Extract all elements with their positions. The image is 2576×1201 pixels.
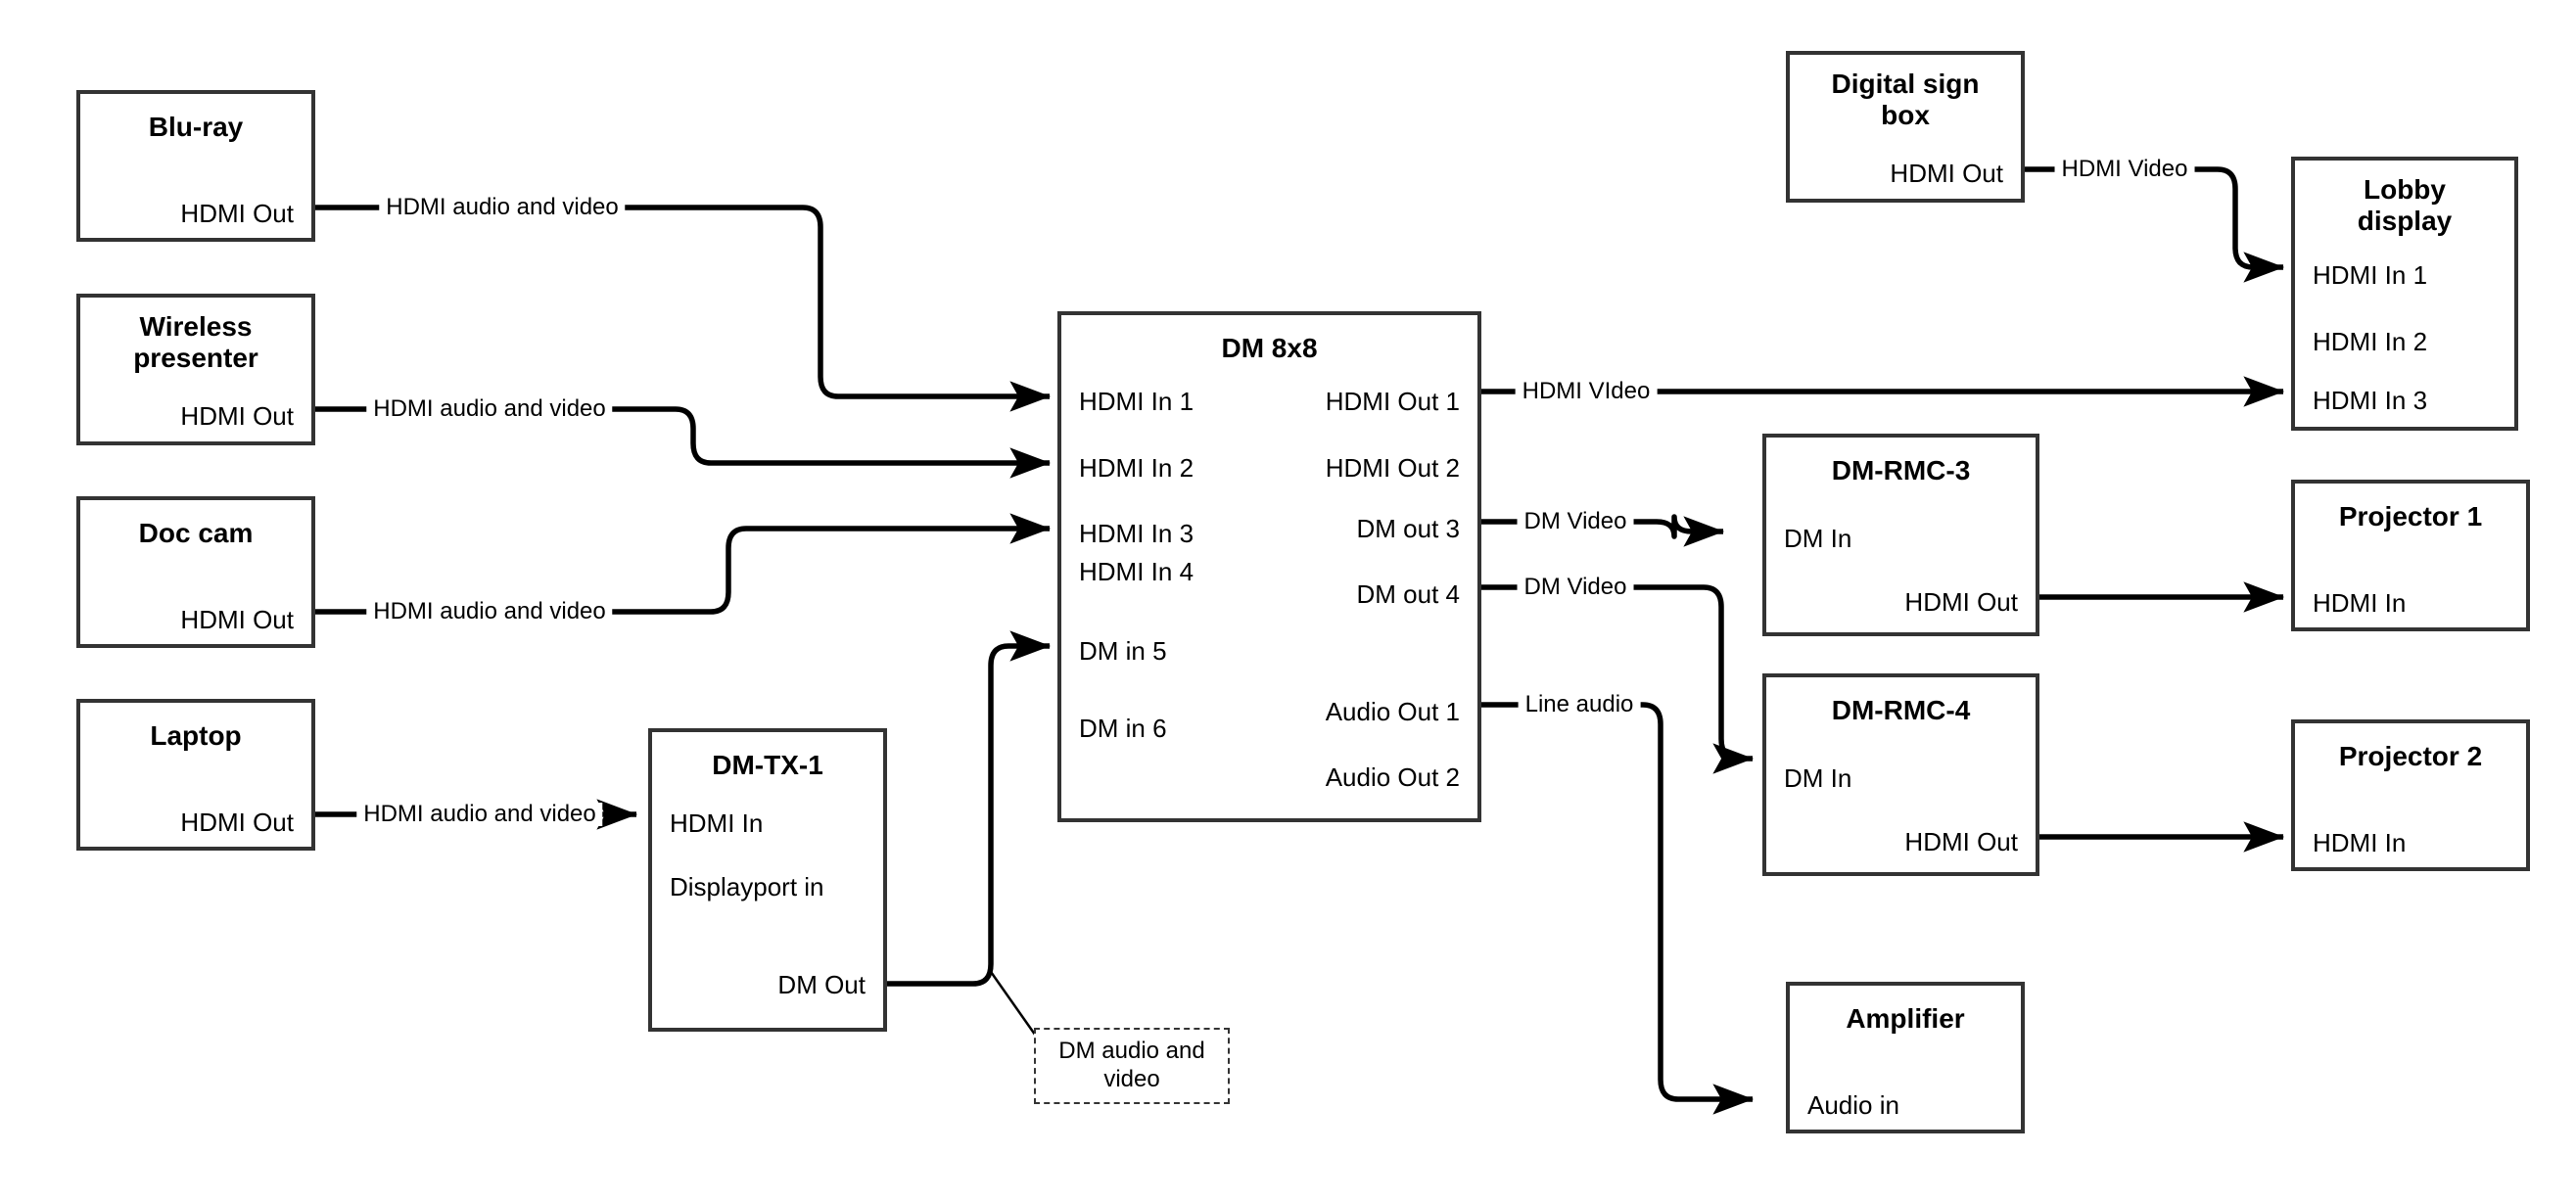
edge-label-dm8x8-to-dmrmc4: DM Video [1517, 576, 1634, 599]
port-dm-rmc-3-hdmi-out[interactable]: HDMI Out [1904, 587, 2018, 617]
edge-label-wireless-to-dm8x8: HDMI audio and video [366, 397, 613, 421]
port-dm-tx-1-hdmi-in[interactable]: HDMI In [670, 808, 764, 838]
port-projector-2-hdmi-in[interactable]: HDMI In [2313, 828, 2407, 857]
device-lobby-display[interactable]: Lobby display HDMI In 1 HDMI In 2 HDMI I… [2291, 157, 2518, 431]
device-doc-cam-title: Doc cam [138, 518, 254, 548]
device-doc-cam[interactable]: Doc cam HDMI Out [76, 496, 315, 648]
port-dm-8x8-dm-in-5[interactable]: DM in 5 [1079, 636, 1167, 666]
port-dm-8x8-audio-out-2[interactable]: Audio Out 2 [1325, 762, 1460, 792]
port-lobby-display-hdmi-in-3[interactable]: HDMI In 3 [2313, 386, 2428, 415]
port-digital-sign-box-hdmi-out[interactable]: HDMI Out [1890, 159, 2003, 188]
device-digital-sign-box-title-line1: Digital sign [1831, 69, 1980, 99]
device-dm-8x8-title: DM 8x8 [1221, 333, 1318, 363]
device-dm-rmc-4-title: DM-RMC-4 [1831, 695, 1971, 725]
device-dm-rmc-4[interactable]: DM-RMC-4 DM In HDMI Out [1762, 673, 2039, 876]
wire-bluray-to-dm8x8 [315, 205, 1052, 412]
port-dm-8x8-hdmi-out-1[interactable]: HDMI Out 1 [1325, 387, 1460, 416]
wire-dm8x8-to-dmrmc4 [1481, 584, 1755, 774]
wire-dmtx1-to-dm8x8 [887, 630, 1052, 987]
wire-digitalsign-to-lobby [2025, 166, 2285, 283]
port-dm-8x8-hdmi-out-2[interactable]: HDMI Out 2 [1325, 453, 1460, 483]
edge-label-dm8x8-to-dmrmc3: DM Video [1517, 510, 1634, 533]
device-projector-1-title: Projector 1 [2338, 501, 2483, 531]
port-dm-8x8-audio-out-1[interactable]: Audio Out 1 [1325, 697, 1460, 726]
device-amplifier[interactable]: Amplifier Audio in [1786, 982, 2025, 1133]
port-projector-1-hdmi-in[interactable]: HDMI In [2313, 588, 2407, 618]
device-digital-sign-box-title-line2: box [1881, 100, 1930, 130]
port-dm-8x8-hdmi-in-1[interactable]: HDMI In 1 [1079, 387, 1194, 416]
port-bluray-hdmi-out[interactable]: HDMI Out [180, 199, 294, 228]
port-lobby-display-hdmi-in-1[interactable]: HDMI In 1 [2313, 260, 2428, 290]
port-dm-8x8-dm-out-4[interactable]: DM out 4 [1356, 579, 1461, 609]
device-wireless-presenter-title-line1: Wireless [139, 311, 253, 342]
device-projector-2[interactable]: Projector 2 HDMI In [2291, 719, 2530, 871]
device-wireless-presenter[interactable]: Wireless presenter HDMI Out [76, 294, 315, 445]
wire-dm8x8-to-amplifier [1481, 702, 1755, 1115]
device-bluray[interactable]: Blu-ray HDMI Out [76, 90, 315, 242]
device-laptop[interactable]: Laptop HDMI Out [76, 699, 315, 851]
note-dm-audio-and-video: DM audio and video [1034, 1028, 1230, 1104]
device-dm-tx-1-title: DM-TX-1 [712, 750, 823, 780]
edge-label-dm8x8-to-lobby: HDMI VIdeo [1515, 380, 1658, 403]
port-amplifier-audio-in[interactable]: Audio in [1807, 1090, 1899, 1120]
port-dm-8x8-hdmi-in-4[interactable]: HDMI In 4 [1079, 557, 1194, 586]
port-dm-8x8-hdmi-in-3[interactable]: HDMI In 3 [1079, 519, 1194, 548]
edge-label-dm8x8-to-amplifier: Line audio [1518, 693, 1641, 716]
port-dm-rmc-3-dm-in[interactable]: DM In [1784, 524, 1852, 553]
device-lobby-display-title-line1: Lobby [2364, 174, 2446, 205]
device-projector-1[interactable]: Projector 1 HDMI In [2291, 480, 2530, 631]
device-amplifier-title: Amplifier [1846, 1003, 1965, 1034]
port-dm-tx-1-dm-out[interactable]: DM Out [777, 970, 866, 999]
device-wireless-presenter-title-line2: presenter [133, 343, 258, 373]
port-wireless-presenter-hdmi-out[interactable]: HDMI Out [180, 401, 294, 431]
device-dm-tx-1[interactable]: DM-TX-1 HDMI In Displayport in DM Out [648, 728, 887, 1032]
device-digital-sign-box[interactable]: Digital sign box HDMI Out [1786, 51, 2025, 203]
port-dm-8x8-hdmi-in-2[interactable]: HDMI In 2 [1079, 453, 1194, 483]
device-lobby-display-title-line2: display [2357, 206, 2453, 236]
port-lobby-display-hdmi-in-2[interactable]: HDMI In 2 [2313, 327, 2428, 356]
device-bluray-title: Blu-ray [148, 112, 244, 142]
device-dm-rmc-3[interactable]: DM-RMC-3 DM In HDMI Out [1762, 434, 2039, 636]
edge-label-bluray-to-dm8x8: HDMI audio and video [379, 196, 626, 219]
edge-label-digitalsign-to-lobby: HDMI Video [2054, 158, 2195, 181]
port-dm-rmc-4-dm-in[interactable]: DM In [1784, 763, 1852, 793]
port-laptop-hdmi-out[interactable]: HDMI Out [180, 808, 294, 837]
edge-label-doccam-to-dm8x8: HDMI audio and video [366, 600, 613, 624]
port-dm-8x8-dm-out-3[interactable]: DM out 3 [1356, 514, 1461, 543]
edge-label-laptop-to-dmtx1: HDMI audio and video [356, 803, 603, 826]
device-dm-8x8[interactable]: DM 8x8 HDMI In 1 HDMI In 2 HDMI In 3 HDM… [1057, 311, 1481, 822]
port-dm-rmc-4-hdmi-out[interactable]: HDMI Out [1904, 827, 2018, 856]
port-doc-cam-hdmi-out[interactable]: HDMI Out [180, 605, 294, 634]
port-dm-tx-1-displayport-in[interactable]: Displayport in [670, 872, 824, 901]
device-laptop-title: Laptop [150, 720, 242, 751]
device-projector-2-title: Projector 2 [2338, 741, 2483, 771]
port-dm-8x8-dm-in-6[interactable]: DM in 6 [1079, 714, 1167, 743]
device-dm-rmc-3-title: DM-RMC-3 [1831, 455, 1971, 485]
